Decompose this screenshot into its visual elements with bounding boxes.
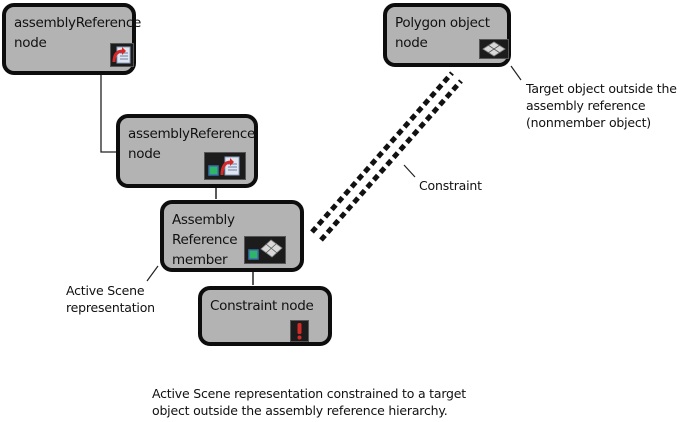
target-object-annotation: Target object outside the assembly refer… bbox=[526, 81, 677, 130]
scene-polygon-icon bbox=[244, 236, 286, 264]
assembly-reference-member-node[interactable]: Assembly Reference member bbox=[160, 200, 304, 272]
node-label: Constraint node bbox=[210, 298, 314, 314]
active-scene-annotation: Active Scene representation bbox=[66, 283, 155, 315]
assembly-reference-with-scene-icon bbox=[204, 152, 246, 180]
diagram-caption: Active Scene representation constrained … bbox=[152, 386, 466, 418]
constraint-annotation: Constraint bbox=[419, 178, 482, 193]
polygon-object-node[interactable]: Polygon object node bbox=[383, 3, 511, 67]
assembly-reference-icon bbox=[110, 43, 134, 67]
constraint-leader-line bbox=[403, 164, 416, 178]
assembly-reference-node-mid[interactable]: assemblyReference node bbox=[116, 114, 258, 188]
node-label: Assembly Reference member bbox=[172, 212, 238, 268]
assembly-reference-node-top[interactable]: assemblyReference node bbox=[2, 3, 141, 75]
hierarchy-connector-1 bbox=[100, 74, 117, 153]
constraint-link bbox=[310, 71, 463, 242]
node-label: Polygon object node bbox=[395, 15, 490, 51]
node-label: assemblyReference node bbox=[14, 15, 141, 51]
exclamation-icon bbox=[290, 320, 309, 342]
active-scene-leader-line bbox=[146, 265, 159, 282]
target-leader-line bbox=[510, 65, 522, 81]
constraint-node[interactable]: Constraint node bbox=[198, 286, 332, 346]
polygon-mesh-icon bbox=[479, 39, 509, 59]
node-label: assemblyReference node bbox=[128, 126, 255, 162]
